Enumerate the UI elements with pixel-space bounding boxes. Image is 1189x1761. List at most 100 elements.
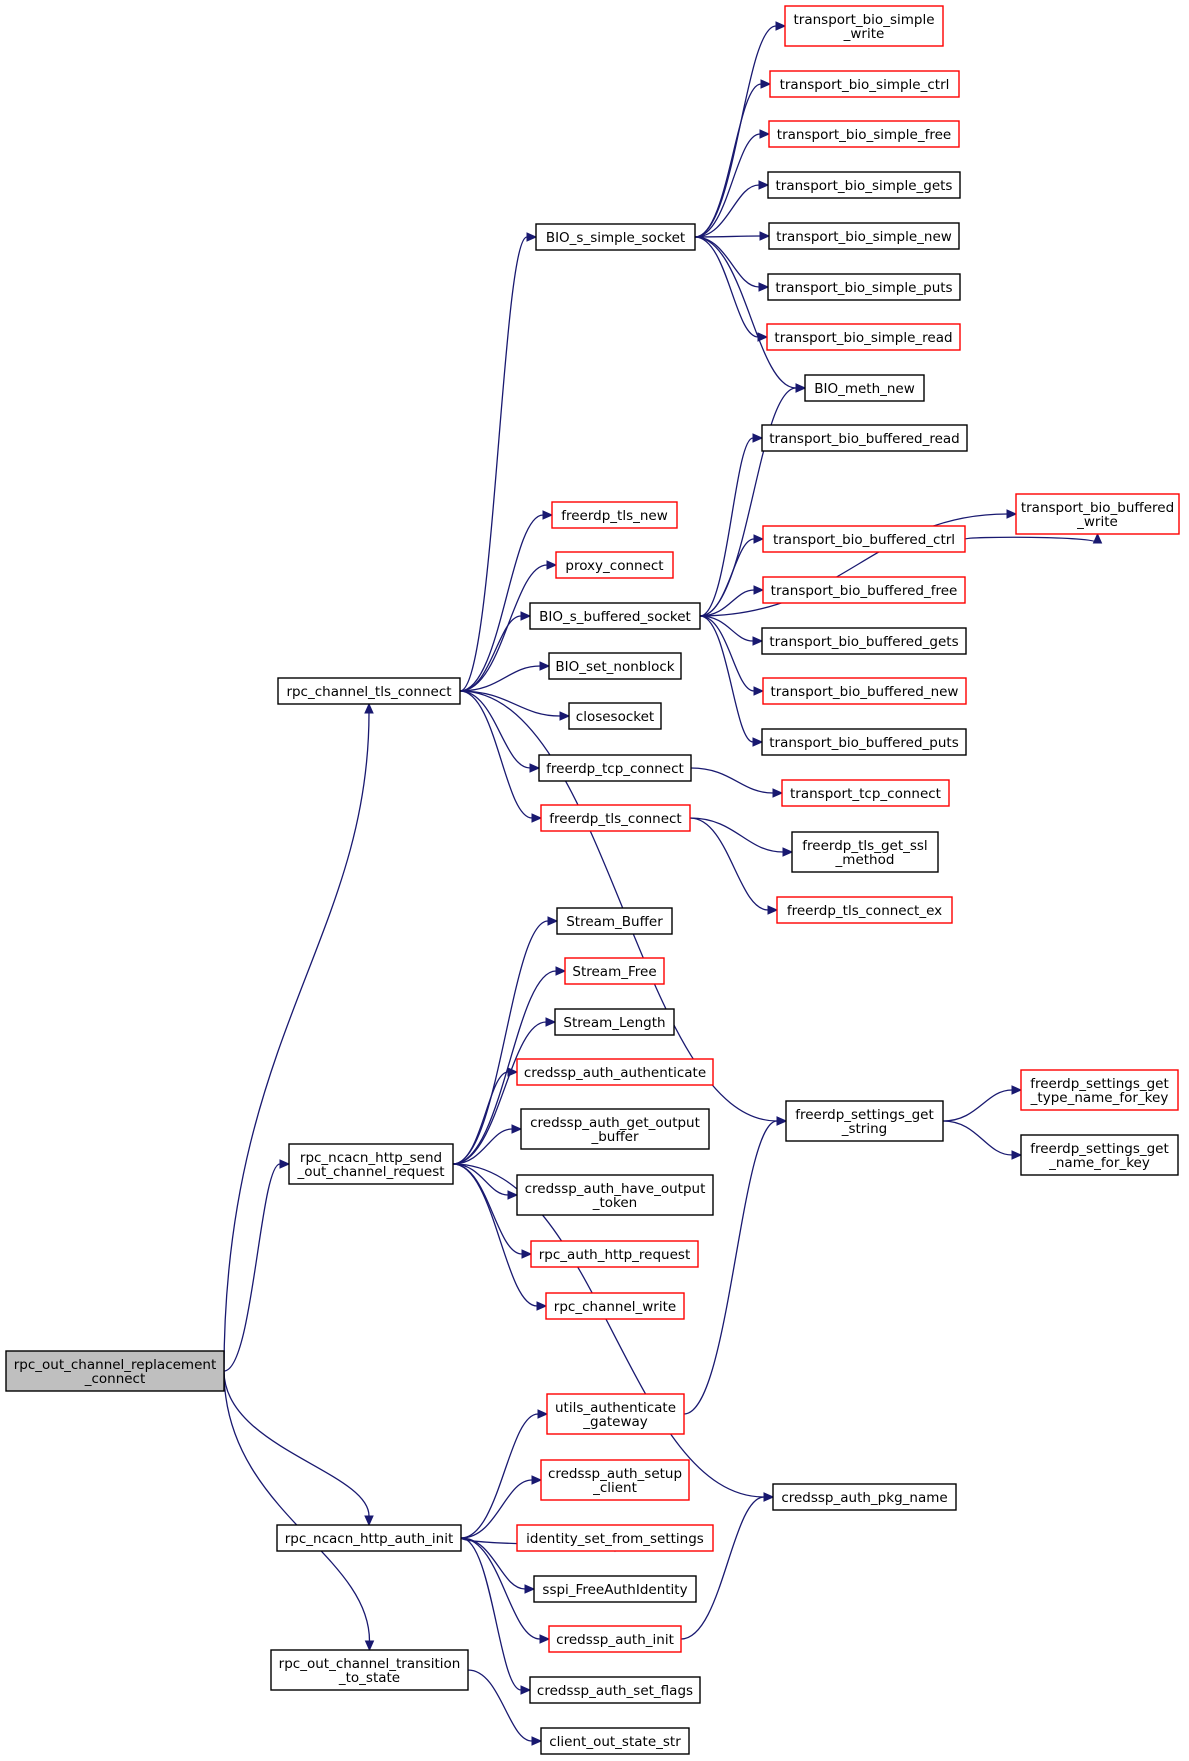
edge-bio-s-simple-socket-to-transport-bio-simple-free [694,133,761,238]
node-stream-length[interactable]: Stream_Length [554,1008,675,1036]
node-transport-bio-simple-puts[interactable]: transport_bio_simple_puts [767,273,961,301]
node-rpc-channel-tls-connect[interactable]: rpc_channel_tls_connect [277,677,461,705]
edge-bio-s-buffered-socket-to-transport-bio-buffered-write [699,513,1008,617]
node-transport-bio-buffered-gets[interactable]: transport_bio_buffered_gets [761,627,967,655]
node-credssp-auth-get-output-buffer[interactable]: credssp_auth_get_output_buffer [520,1108,710,1150]
node-freerdp-tls-new[interactable]: freerdp_tls_new [551,501,678,529]
node-box [276,1524,462,1552]
node-label: rpc_out_channel_replacement [14,1357,217,1373]
node-bio-meth-new[interactable]: BIO_meth_new [804,374,925,402]
node-transport-tcp-connect[interactable]: transport_tcp_connect [781,779,950,807]
node-box [538,754,692,782]
node-label: Stream_Free [572,964,656,980]
node-closesocket[interactable]: closesocket [568,702,662,730]
node-box [564,957,665,985]
node-rpc-out-channel-replacement-connect[interactable]: rpc_out_channel_replacement_connect [5,1350,225,1392]
node-freerdp-settings-get-string[interactable]: freerdp_settings_get_string [785,1100,944,1142]
node-label: freerdp_settings_get [1030,1141,1169,1157]
node-bio-s-buffered-socket[interactable]: BIO_s_buffered_socket [529,602,701,630]
node-label: closesocket [576,709,654,725]
arrowhead [752,433,764,443]
node-label: transport_bio_simple_free [777,127,951,143]
node-label: rpc_channel_write [554,1299,676,1315]
arrowhead [767,905,779,915]
arrowhead [531,813,543,823]
edge-bio-s-buffered-socket-to-transport-bio-buffered-ctrl [699,538,755,617]
node-box [1020,1134,1179,1176]
node-label: credssp_auth_have_output [525,1181,706,1197]
node-sspi-freeauthidentity[interactable]: sspi_FreeAuthIdentity [533,1575,697,1603]
node-stream-buffer[interactable]: Stream_Buffer [556,907,673,935]
node-rpc-auth-http-request[interactable]: rpc_auth_http_request [530,1240,699,1268]
node-freerdp-tls-connect[interactable]: freerdp_tls_connect [540,804,691,832]
edge-rpc-channel-tls-connect-to-bio-set-nonblock [459,665,541,692]
node-label: freerdp_settings_get [1030,1076,1169,1092]
node-transport-bio-simple-ctrl[interactable]: transport_bio_simple_ctrl [769,70,960,98]
node-freerdp-tcp-connect[interactable]: freerdp_tcp_connect [538,754,692,782]
arrowhead [775,21,787,31]
edge-rpc-out-channel-transition-to-state-to-client-out-state-str [467,1669,533,1742]
node-label: credssp_auth_get_output [530,1115,700,1131]
node-freerdp-settings-get-name-for-key[interactable]: freerdp_settings_get_name_for_key [1020,1134,1179,1176]
node-identity-set-from-settings[interactable]: identity_set_from_settings [516,1524,714,1552]
node-transport-bio-buffered-ctrl[interactable]: transport_bio_buffered_ctrl [762,525,966,553]
edge-rpc-out-channel-replacement-connect-to-rpc-ncacn-http-auth-init [223,1370,370,1517]
node-rpc-channel-write[interactable]: rpc_channel_write [545,1292,685,1320]
node-transport-bio-simple-write[interactable]: transport_bio_simple_write [784,5,944,47]
node-freerdp-tls-connect-ex[interactable]: freerdp_tls_connect_ex [776,896,953,924]
node-freerdp-tls-get-ssl-method[interactable]: freerdp_tls_get_ssl_method [791,831,939,873]
edge-bio-s-buffered-socket-to-transport-bio-buffered-free [699,589,755,617]
arrowhead [795,383,807,393]
node-rpc-out-channel-transition-to-state[interactable]: rpc_out_channel_transition_to_state [270,1649,469,1691]
node-credssp-auth-setup-client[interactable]: credssp_auth_setup_client [540,1459,690,1501]
node-label: transport_bio_buffered_read [769,431,959,447]
arrowhead [547,916,559,926]
arrowhead [752,737,764,747]
node-bio-s-simple-socket[interactable]: BIO_s_simple_socket [535,223,696,251]
node-box [551,501,678,529]
node-client-out-state-str[interactable]: client_out_state_str [540,1727,690,1755]
node-label: transport_bio_simple_read [774,330,952,346]
node-transport-bio-simple-gets[interactable]: transport_bio_simple_gets [767,171,961,199]
node-transport-bio-buffered-write[interactable]: transport_bio_buffered_write [1015,493,1180,535]
node-credssp-auth-pkg-name[interactable]: credssp_auth_pkg_name [772,1483,957,1511]
node-box [768,222,960,250]
node-label: sspi_FreeAuthIdentity [542,1582,687,1598]
node-label: Stream_Length [563,1015,665,1031]
node-box [533,1575,697,1603]
node-credssp-auth-have-output-token[interactable]: credssp_auth_have_output_token [516,1174,714,1216]
node-bio-set-nonblock[interactable]: BIO_set_nonblock [548,652,682,680]
node-transport-bio-buffered-read[interactable]: transport_bio_buffered_read [761,424,968,452]
node-label: transport_bio_buffered_gets [769,634,958,650]
edge-rpc-ncacn-http-auth-init-to-credssp-auth-set-flags [460,1537,522,1691]
node-transport-bio-buffered-new[interactable]: transport_bio_buffered_new [762,677,967,705]
edge-rpc-ncacn-http-send-out-channel-request-to-credssp-auth-authenticate [452,1071,509,1165]
node-box [270,1649,469,1691]
node-credssp-auth-authenticate[interactable]: credssp_auth_authenticate [516,1058,714,1086]
node-transport-bio-simple-read[interactable]: transport_bio_simple_read [766,323,961,351]
node-box [288,1143,454,1185]
arrowhead [1092,532,1103,544]
node-rpc-ncacn-http-send-out-channel-request[interactable]: rpc_ncacn_http_send_out_channel_request [288,1143,454,1185]
node-rpc-ncacn-http-auth-init[interactable]: rpc_ncacn_http_auth_init [276,1524,462,1552]
node-transport-bio-buffered-free[interactable]: transport_bio_buffered_free [762,576,966,604]
node-proxy-connect[interactable]: proxy_connect [555,551,674,579]
node-transport-bio-simple-new[interactable]: transport_bio_simple_new [768,222,960,250]
node-transport-bio-simple-free[interactable]: transport_bio_simple_free [768,120,960,148]
arrowhead [539,1634,551,1644]
edge-rpc-ncacn-http-auth-init-to-credssp-auth-setup-client [460,1479,533,1539]
node-freerdp-settings-get-type-name-for-key[interactable]: freerdp_settings_get_type_name_for_key [1020,1069,1179,1111]
edge-rpc-ncacn-http-send-out-channel-request-to-credssp-auth-get-output-buffer [452,1128,513,1165]
edge-rpc-ncacn-http-send-out-channel-request-to-rpc-auth-http-request [452,1163,523,1255]
node-credssp-auth-set-flags[interactable]: credssp_auth_set_flags [529,1676,701,1704]
node-utils-authenticate-gateway[interactable]: utils_authenticate_gateway [546,1393,685,1435]
node-stream-free[interactable]: Stream_Free [564,957,665,985]
arrowhead [531,1736,543,1746]
node-label: _client [592,1480,637,1496]
node-box [540,1727,690,1755]
arrowhead [364,702,374,714]
node-transport-bio-buffered-puts[interactable]: transport_bio_buffered_puts [761,728,967,756]
node-credssp-auth-init[interactable]: credssp_auth_init [548,1625,682,1653]
node-box [555,551,674,579]
node-label: credssp_auth_authenticate [524,1065,706,1081]
